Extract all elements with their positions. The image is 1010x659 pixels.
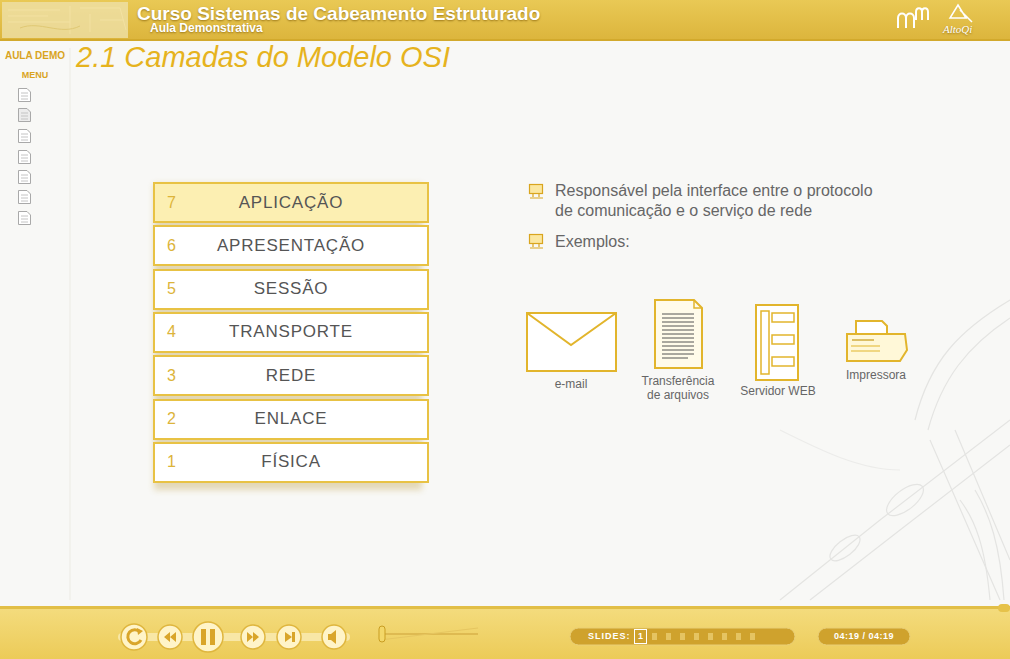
slides-pill: [570, 628, 795, 645]
examples-heading: Exemplos:: [555, 233, 630, 251]
osi-layer-box: 2ENLACE: [153, 399, 429, 440]
osi-layer-box: 3REDE: [153, 355, 429, 396]
slide-number: 1: [634, 631, 647, 641]
cable-background-art: [780, 300, 1010, 600]
volume-knob: [379, 626, 385, 642]
bullet-computer-icon: [530, 185, 544, 249]
time-counter: 04:19 / 04:19: [818, 631, 910, 641]
header-blueprint-art: [2, 2, 128, 38]
layer-number: 6: [155, 237, 185, 255]
lesson-subtitle: Aula Demonstrativa: [150, 22, 263, 36]
menu-page-icons: [19, 89, 31, 225]
sidebar-heading: AULA DEMO: [2, 50, 68, 62]
osi-layer-box: 5SESSÃO: [153, 269, 429, 310]
example-caption: e-mail: [531, 378, 611, 392]
osi-layer-box: 1FÍSICA: [153, 442, 429, 483]
email-envelope-icon: [527, 313, 616, 371]
player-buttons: [121, 622, 346, 652]
other-slide-markers: [652, 633, 755, 640]
osi-layer-box: 6APRESENTAÇÃO: [153, 225, 429, 266]
web-server-icon: [756, 305, 798, 380]
layer-number: 7: [155, 194, 185, 212]
layer-name: APLICAÇÃO: [185, 193, 427, 213]
description-text: Responsável pela interface entre o proto…: [555, 181, 887, 221]
slides-label: SLIDES:: [588, 631, 631, 641]
layer-name: SESSÃO: [185, 279, 427, 299]
sidebar-divider: [70, 48, 71, 600]
layer-name: APRESENTAÇÃO: [185, 236, 427, 256]
time-pill: [818, 628, 910, 645]
example-caption: Impressora: [836, 369, 916, 383]
layer-number: 1: [155, 453, 185, 471]
layer-name: ENLACE: [185, 409, 427, 429]
printer-icon: [847, 321, 907, 361]
layer-name: TRANSPORTE: [185, 322, 427, 342]
player-bar: [0, 607, 1010, 659]
example-caption: Servidor WEB: [728, 385, 828, 399]
header-bar: [0, 0, 1010, 40]
layer-number: 3: [155, 367, 185, 385]
brand-logo-text: AltoQi: [943, 23, 972, 36]
volume-slider-ramp: [380, 628, 478, 640]
file-document-icon: [655, 300, 702, 368]
header-edge: [0, 39, 1010, 41]
osi-layer-box: 4TRANSPORTE: [153, 312, 429, 353]
control-track: [122, 633, 346, 641]
example-caption: Transferência de arquivos: [636, 375, 720, 403]
player-button-glyphs: [128, 628, 336, 645]
layer-name: FÍSICA: [185, 452, 427, 472]
osi-layer-box: 7APLICAÇÃO: [153, 182, 429, 223]
layer-number: 5: [155, 280, 185, 298]
layer-number: 2: [155, 410, 185, 428]
menu-label: MENU: [2, 70, 68, 80]
current-slide-box: [635, 630, 647, 644]
slide-title: 2.1 Camadas do Modelo OSI: [76, 42, 450, 74]
scroll-tab: [998, 604, 1010, 612]
layer-name: REDE: [185, 366, 427, 386]
layer-number: 4: [155, 323, 185, 341]
player-bar-edge: [0, 606, 1010, 609]
